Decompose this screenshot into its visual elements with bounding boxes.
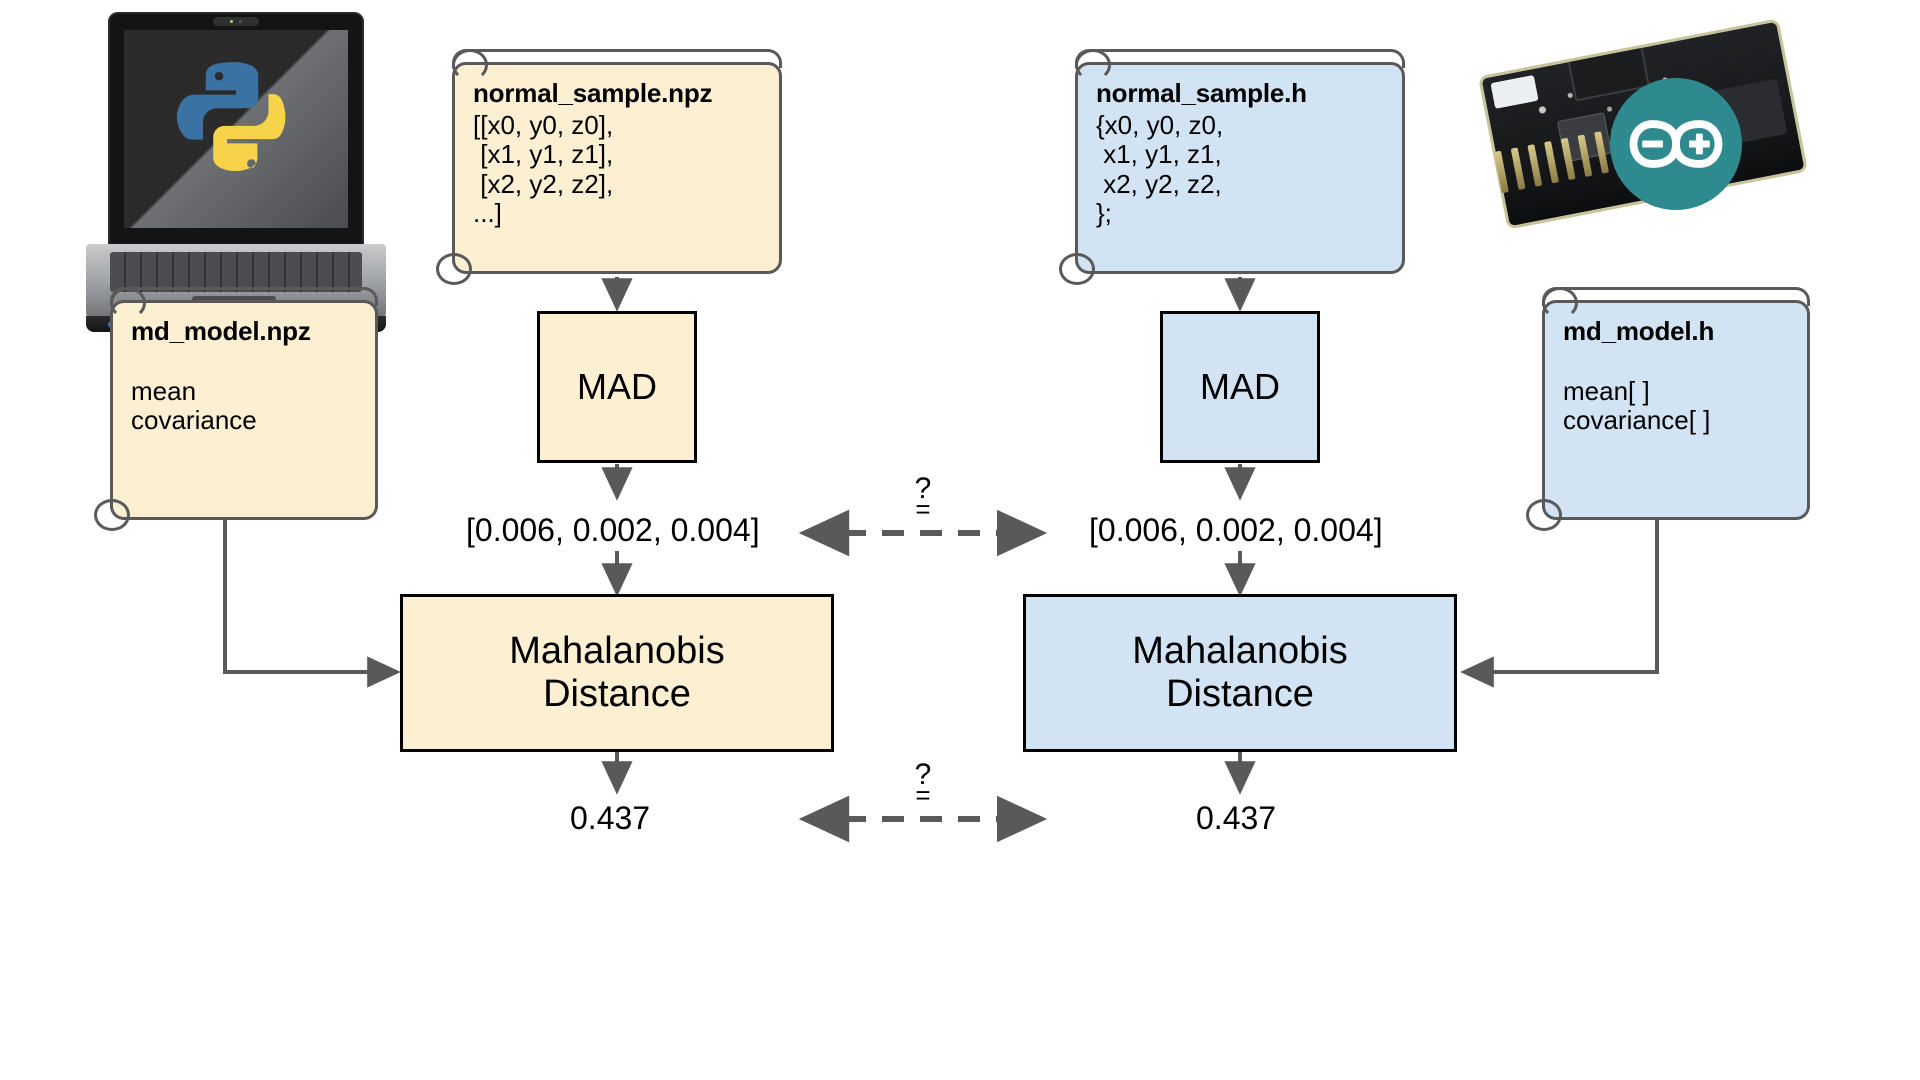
mahalanobis-line-1: Mahalanobis — [509, 630, 725, 673]
note-curl-top-left-icon — [1075, 49, 1111, 81]
mahalanobis-line-2: Distance — [1166, 673, 1314, 715]
question-mark: ? — [914, 472, 932, 505]
note-body: mean[ ] covariance[ ] — [1563, 375, 1711, 436]
mad-box-arduino: MAD — [1160, 311, 1320, 463]
laptop-keyboard — [110, 252, 362, 292]
note-curl-bottom-left-icon — [1526, 499, 1562, 531]
note-title: normal_sample.h — [1096, 78, 1307, 108]
laptop-webcam — [213, 17, 259, 26]
note-md-model-npz: md_model.npz mean covariance — [94, 287, 378, 531]
note-top-curl-bar — [110, 287, 378, 306]
note-title: md_model.npz — [131, 316, 311, 346]
mad-box-python: MAD — [537, 311, 697, 463]
note-curl-top-left-icon — [110, 287, 146, 319]
mad-output-python: [0.006, 0.002, 0.004] — [466, 512, 760, 548]
note-curl-top-left-icon — [1542, 287, 1578, 319]
laptop-screen — [124, 30, 348, 228]
note-normal-sample-npz: normal_sample.npz [[x0, y0, z0], [x1, y1… — [436, 49, 782, 285]
python-laptop-icon — [86, 12, 386, 332]
mad-output-comparison-glyph: ? = — [898, 472, 948, 524]
mahalanobis-distance-box-python: Mahalanobis Distance — [400, 594, 834, 752]
note-top-curl-bar — [1075, 49, 1405, 68]
question-mark: ? — [914, 758, 932, 791]
distance-comparison-glyph: ? = — [898, 758, 948, 810]
note-body: {x0, y0, z0, x1, y1, z1, x2, y2, z2, }; — [1096, 109, 1224, 229]
note-curl-top-left-icon — [452, 49, 488, 81]
note-md-model-h: md_model.h mean[ ] covariance[ ] — [1526, 287, 1810, 531]
note-body: [[x0, y0, z0], [x1, y1, z1], [x2, y2, z2… — [473, 109, 614, 229]
note-body: mean covariance — [131, 375, 257, 436]
final-distance-python: 0.437 — [570, 800, 651, 836]
note-title: md_model.h — [1563, 316, 1715, 346]
mahalanobis-line-2: Distance — [543, 673, 691, 715]
equals-sign: = — [915, 494, 931, 524]
note-title: normal_sample.npz — [473, 78, 713, 108]
equals-sign: = — [915, 780, 931, 810]
arduino-infinity-glyph — [1629, 120, 1723, 168]
laptop-lid — [108, 12, 364, 250]
note-curl-bottom-left-icon — [94, 499, 130, 531]
arduino-logo-icon — [1610, 78, 1742, 210]
arduino-board-icon — [1477, 12, 1810, 242]
note-curl-bottom-left-icon — [436, 253, 472, 285]
python-logo-icon — [176, 62, 286, 172]
note-normal-sample-h: normal_sample.h {x0, y0, z0, x1, y1, z1,… — [1059, 49, 1405, 285]
mahalanobis-distance-box-arduino: Mahalanobis Distance — [1023, 594, 1457, 752]
mahalanobis-line-1: Mahalanobis — [1132, 630, 1348, 673]
note-top-curl-bar — [1542, 287, 1810, 306]
note-top-curl-bar — [452, 49, 782, 68]
final-distance-arduino: 0.437 — [1196, 800, 1277, 836]
mad-output-arduino: [0.006, 0.002, 0.004] — [1089, 512, 1383, 548]
note-curl-bottom-left-icon — [1059, 253, 1095, 285]
